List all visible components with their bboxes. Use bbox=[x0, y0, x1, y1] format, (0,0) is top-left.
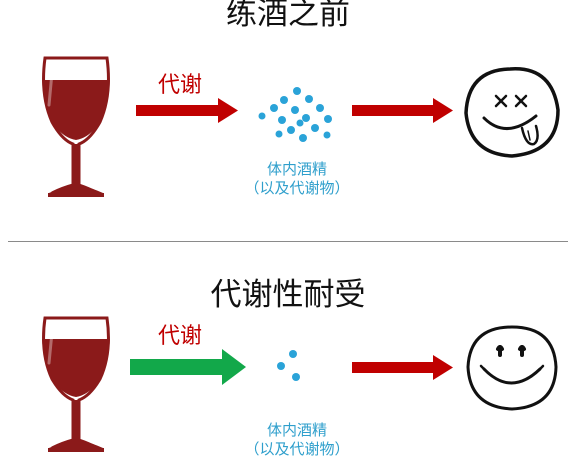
panel-tolerance-graphic bbox=[42, 316, 558, 452]
arrow-effect bbox=[352, 98, 453, 123]
wine-glass-icon bbox=[42, 316, 110, 452]
panel-title: 练酒之前 bbox=[226, 0, 350, 32]
alcohol-label-line2: （以及代谢物） bbox=[244, 440, 350, 458]
panel-title: 代谢性耐受 bbox=[210, 277, 366, 313]
alcohol-in-body-label: 体内酒精 （以及代谢物） bbox=[222, 421, 372, 459]
alcohol-dots-sparse bbox=[277, 350, 300, 381]
metabolism-label: 代谢 bbox=[158, 324, 203, 349]
alcohol-label-line2: （以及代谢物） bbox=[244, 179, 350, 197]
arrow-effect bbox=[352, 355, 453, 380]
divider bbox=[8, 241, 568, 242]
drunk-face-icon bbox=[464, 67, 560, 158]
alcohol-in-body-label: 体内酒精 （以及代谢物） bbox=[222, 160, 372, 198]
panel-before-graphic bbox=[42, 56, 560, 197]
metabolism-label: 代谢 bbox=[158, 73, 203, 98]
wine-glass-icon bbox=[42, 56, 110, 197]
alcohol-dots-cluster bbox=[258, 87, 332, 142]
arrow-metabolism-fast bbox=[130, 349, 246, 385]
panel-before-training: 练酒之前 bbox=[42, 0, 560, 198]
arrow-metabolism bbox=[136, 98, 238, 123]
alcohol-label-line1: 体内酒精 bbox=[266, 421, 327, 439]
panel-metabolic-tolerance: 代谢性耐受 bbox=[0, 245, 576, 464]
alcohol-label-line1: 体内酒精 bbox=[266, 160, 327, 178]
smiley-face-icon bbox=[466, 325, 558, 411]
